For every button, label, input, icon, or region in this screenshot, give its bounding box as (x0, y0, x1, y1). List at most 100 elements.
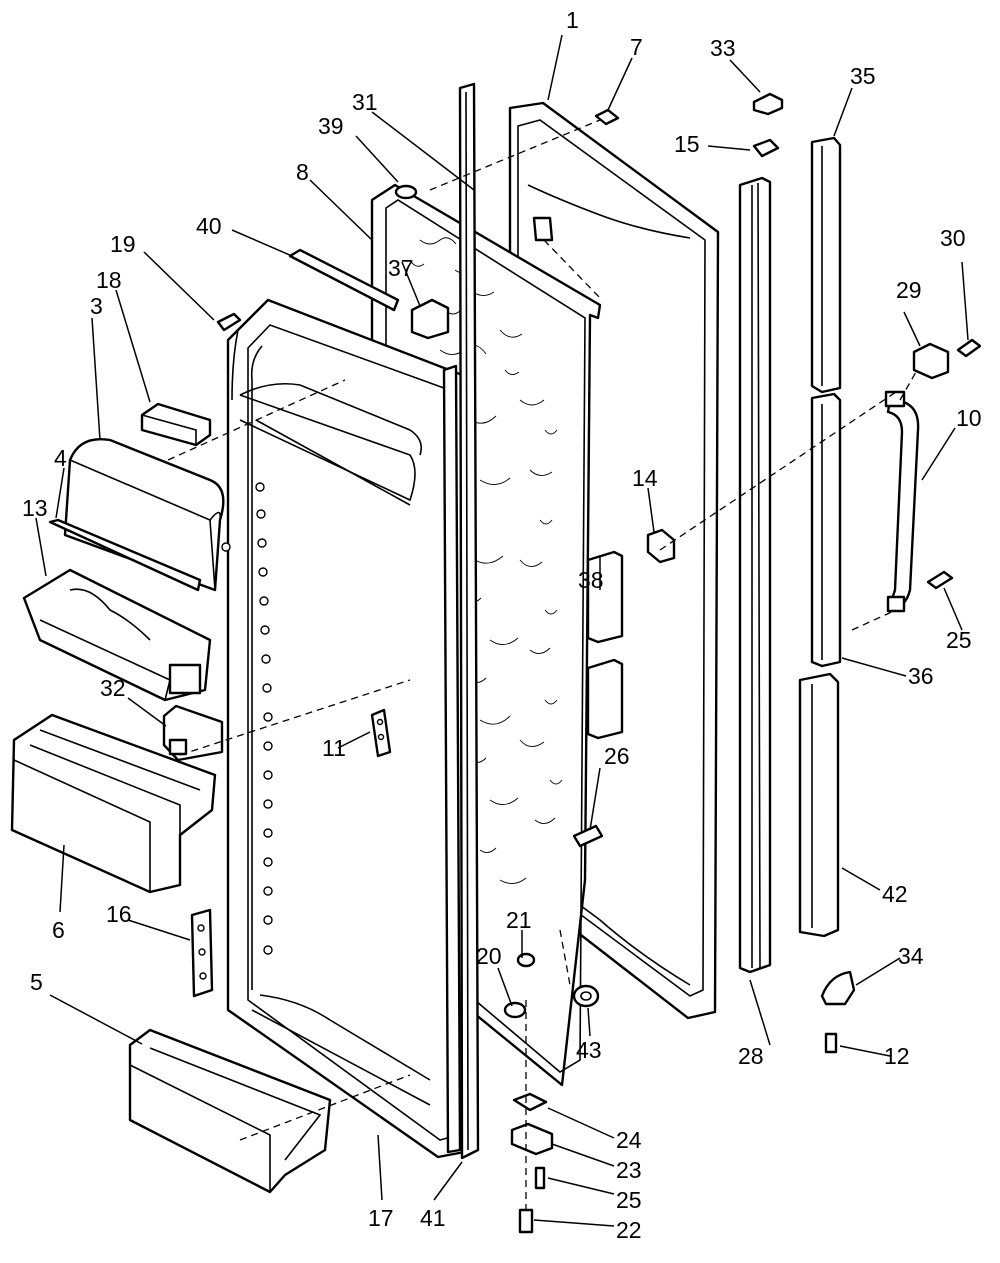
screw-26 (572, 824, 604, 848)
leader-34 (855, 957, 901, 986)
leader-36 (841, 657, 907, 677)
hole-plugs (586, 550, 624, 740)
callout-37: 37 (388, 255, 414, 281)
handle-mount-29 (912, 342, 950, 380)
handle-trim (738, 176, 772, 974)
leader-24 (547, 1107, 615, 1139)
callout-33: 33 (710, 35, 736, 61)
callout-36: 36 (908, 663, 934, 689)
leader-15 (707, 145, 751, 151)
leader-29 (903, 311, 921, 347)
hinge-cap (752, 92, 784, 116)
leader-1 (547, 34, 563, 101)
leader-10 (921, 427, 956, 481)
leader-31 (371, 111, 475, 191)
callout-40: 40 (196, 213, 222, 239)
callout-7: 7 (630, 34, 643, 60)
leader-39 (355, 135, 399, 183)
handle-sections (798, 136, 842, 938)
door-gasket (442, 82, 480, 1160)
callout-10: 10 (956, 405, 982, 431)
leader-25-lower (547, 1177, 615, 1195)
callout-3: 3 (90, 293, 103, 319)
callout-4: 4 (54, 445, 67, 471)
callout-6: 6 (52, 917, 65, 943)
hinge-plate (190, 908, 214, 998)
callout-25-lower: 25 (616, 1187, 642, 1213)
door-stop (646, 528, 676, 564)
callout-35: 35 (850, 63, 876, 89)
spacer-37 (410, 298, 450, 340)
callout-8: 8 (296, 159, 309, 185)
callout-41: 41 (420, 1205, 446, 1231)
leader-5 (49, 994, 143, 1045)
leader-26 (589, 767, 601, 831)
lower-hinge-assembly (510, 1092, 554, 1234)
leader-41 (433, 1161, 463, 1201)
callout-26: 26 (604, 743, 630, 769)
leader-32 (127, 697, 167, 727)
leader-7 (607, 57, 633, 111)
leader-35 (833, 87, 853, 137)
callout-20: 20 (476, 943, 502, 969)
leader-22 (533, 1219, 615, 1227)
liner-holes (255, 482, 273, 955)
leader-lines (35, 34, 969, 1227)
leader-30 (961, 261, 969, 341)
callout-31: 31 (352, 89, 378, 115)
callout-23: 23 (616, 1157, 642, 1183)
handle-bar (884, 390, 920, 613)
leader-4 (55, 467, 65, 519)
screw-15 (752, 138, 780, 158)
callout-16: 16 (106, 901, 132, 927)
screw-25-upper (926, 570, 954, 590)
leader-3 (91, 317, 101, 441)
leader-40 (231, 229, 293, 257)
callout-34: 34 (898, 943, 924, 969)
callout-38: 38 (578, 567, 604, 593)
bushing-43 (572, 984, 600, 1008)
inner-door-liner (226, 298, 477, 1159)
callout-21: 21 (506, 907, 532, 933)
callout-5: 5 (30, 969, 43, 995)
callout-1: 1 (566, 7, 579, 33)
screw-30 (956, 338, 982, 358)
leader-43 (587, 1007, 591, 1037)
screw-12 (824, 1032, 838, 1054)
bracket-11 (370, 708, 392, 758)
callout-19: 19 (110, 231, 136, 257)
small-door-bin (128, 1028, 332, 1194)
leader-42 (841, 867, 881, 891)
callout-22: 22 (616, 1217, 642, 1243)
bin-support (162, 704, 224, 762)
callout-42: 42 (882, 881, 908, 907)
callout-labels: 1 3 4 5 6 7 8 10 11 12 13 14 15 16 17 18… (22, 7, 982, 1243)
leader-8 (309, 179, 373, 241)
top-edge-piece (394, 184, 418, 200)
spacer-7 (594, 108, 620, 126)
leader-23 (551, 1143, 615, 1167)
shelf-clip (140, 402, 212, 447)
leader-28 (749, 979, 771, 1046)
callout-14: 14 (632, 465, 658, 491)
callout-39: 39 (318, 113, 344, 139)
callout-11: 11 (322, 735, 346, 761)
callout-18: 18 (96, 267, 122, 293)
callout-17: 17 (368, 1205, 394, 1231)
callout-25-upper: 25 (946, 627, 972, 653)
callout-15: 15 (674, 131, 700, 157)
leader-20 (497, 967, 513, 1007)
screw-19 (216, 312, 242, 332)
callout-30: 30 (940, 225, 966, 251)
leader-33 (729, 59, 761, 93)
leader-25-upper (943, 587, 963, 631)
leader-6 (59, 844, 65, 913)
handle-end-cap (820, 970, 856, 1006)
dairy-compartment-door (63, 438, 231, 592)
leader-18 (115, 289, 151, 403)
leader-37 (401, 261, 421, 307)
top-cap (288, 248, 400, 312)
callout-24: 24 (616, 1127, 642, 1153)
